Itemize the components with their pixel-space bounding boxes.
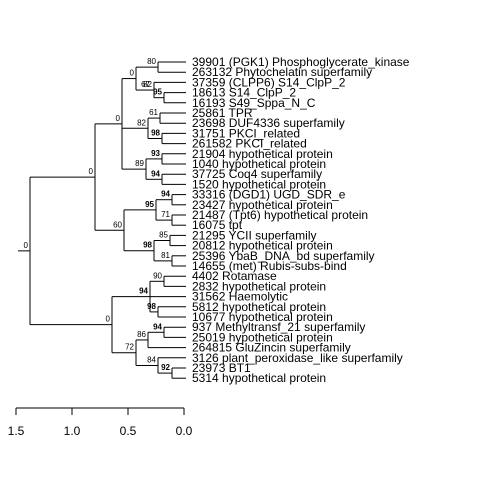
support-value: 90 [153, 271, 162, 280]
support-value: 0 [24, 241, 29, 250]
leaf-label: 263132 Phytochelatin superfamily [192, 65, 372, 79]
axis-tick-label: 1.0 [64, 424, 81, 438]
leaf-label: 25396 YbaB_DNA_bd superfamily [192, 249, 375, 263]
support-value: 94 [151, 169, 160, 178]
support-value: 67 [141, 80, 150, 89]
leaf-label: 25861 TPR [192, 106, 253, 120]
leaf-label: 16193 S49_Sppa_N_C [192, 96, 316, 110]
support-value: 92 [161, 363, 170, 372]
leaf-label: 37359 (CLPP6) S14_ClpP_2 [192, 75, 346, 89]
leaf-label: 1040 hypothetical protein [192, 157, 326, 171]
leaf-label: 5812 hypothetical protein [192, 300, 326, 314]
leaf-label: 39901 (PGK1) Phosphoglycerate_kinase [192, 55, 410, 69]
support-value: 86 [137, 330, 146, 339]
leaf-label: 23698 DUF4336 superfamily [192, 116, 345, 130]
leaf-label: 25019 hypothetical protein [192, 330, 333, 344]
leaf-label: 3126 plant_peroxidase_like superfamily [192, 351, 403, 365]
support-value: 94 [139, 287, 148, 296]
support-value: 81 [161, 251, 170, 260]
support-value: 84 [147, 355, 156, 364]
support-value: 0 [116, 114, 121, 123]
leaf-label: 2832 hypothetical protein [192, 279, 326, 293]
support-value: 60 [113, 220, 122, 229]
leaf-label: 23427 hypothetical protein [192, 198, 333, 212]
axis-tick-label: 1.5 [8, 424, 25, 438]
leaf-label: 31751 PKCI_related [192, 126, 300, 140]
support-value: 71 [161, 210, 170, 219]
leaf-label: 33316 (DGD1) UGD_SDR_e [192, 188, 346, 202]
support-value: 80 [147, 57, 156, 66]
support-value: 98 [143, 241, 152, 250]
leaf-label: 937 Methyltransf_21 superfamily [192, 320, 365, 334]
leaf-label: 264815 GluZincin superfamily [192, 341, 351, 355]
support-value: 0 [106, 315, 111, 324]
leaf-label: 261582 PKCI_related [192, 137, 307, 151]
leaf-label: 20812 hypothetical protein [192, 239, 333, 253]
support-value: 98 [147, 302, 156, 311]
support-value: 94 [153, 322, 162, 331]
support-value: 95 [145, 200, 154, 209]
leaf-label: 31562 Haemolytic [192, 290, 288, 304]
support-value: 72 [125, 343, 134, 352]
support-value: 82 [143, 80, 152, 89]
leaf-label: 21487 (Tpt6) hypothetical protein [192, 208, 368, 222]
leaf-label: 21904 hypothetical protein [192, 147, 333, 161]
support-value: 94 [161, 190, 170, 199]
support-value: 85 [159, 231, 168, 240]
leaf-label: 5314 hypothetical protein [192, 371, 326, 385]
support-value: 89 [135, 159, 144, 168]
support-value: 0 [130, 69, 135, 78]
leaf-label: 23973 BT1 [192, 361, 251, 375]
support-value: 82 [137, 118, 146, 127]
leaf-label: 1520 hypothetical protein [192, 177, 326, 191]
support-value: 61 [149, 108, 158, 117]
support-value: 95 [153, 88, 162, 97]
axis-tick-label: 0.0 [176, 424, 193, 438]
support-value: 93 [151, 149, 160, 158]
leaf-label: 10677 hypothetical protein [192, 310, 333, 324]
leaf-label: 21295 YCII superfamily [192, 228, 317, 242]
support-value: 98 [151, 129, 160, 138]
leaf-label: 18613 S14_ClpP_2 [192, 86, 296, 100]
leaf-label: 37725 Coq4 superfamily [192, 167, 322, 181]
leaf-label: 4402 Rotamase [192, 269, 277, 283]
leaf-label: 16075 tpt [192, 218, 243, 232]
support-value: 0 [89, 167, 94, 176]
axis-tick-label: 0.5 [120, 424, 137, 438]
leaf-label: 14655 (met) Rubis-subs-bind [192, 259, 347, 273]
